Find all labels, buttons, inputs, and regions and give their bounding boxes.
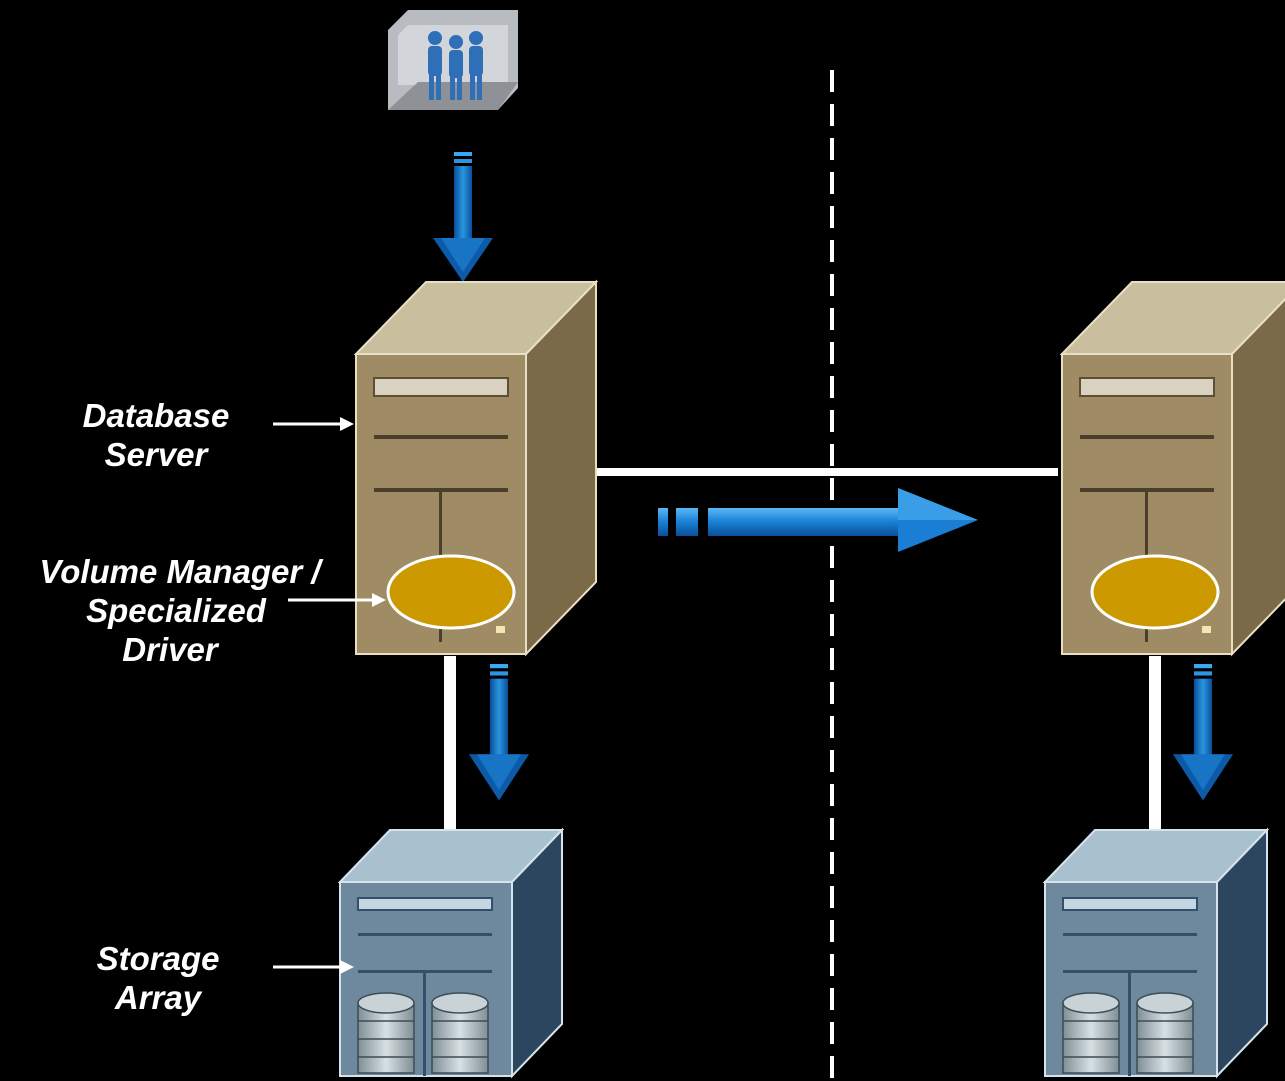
volume-manager-label-line-1: Volume Manager / <box>39 553 321 590</box>
volume-manager-driver-icon <box>386 554 516 630</box>
volume-manager-label: Volume Manager / Specialized Driver <box>10 552 350 669</box>
remote-storage-array-icon <box>1044 829 1268 1077</box>
database-server-pointer <box>273 417 354 431</box>
remote-write-arrow <box>1173 664 1233 801</box>
volume-manager-label-line-3: Driver <box>122 631 218 668</box>
remote-driver-icon <box>1090 554 1220 630</box>
storage-array-pointer <box>273 960 354 974</box>
database-server-label-line-1: Database <box>82 397 230 434</box>
storage-array-icon <box>339 829 563 1077</box>
users-icon <box>388 10 518 110</box>
primary-write-arrow <box>469 664 529 801</box>
users-to-server-arrow <box>433 152 493 282</box>
volume-manager-label-line-2: Specialized <box>86 592 266 629</box>
storage-array-label-line-2: Array <box>114 979 202 1016</box>
storage-array-label: Storage Array <box>58 939 258 1017</box>
storage-array-label-line-1: Storage <box>96 940 220 977</box>
volume-manager-pointer <box>288 593 386 607</box>
replication-arrow <box>658 488 978 552</box>
database-server-label: Database Server <box>56 396 256 474</box>
database-server-label-line-2: Server <box>104 436 208 473</box>
